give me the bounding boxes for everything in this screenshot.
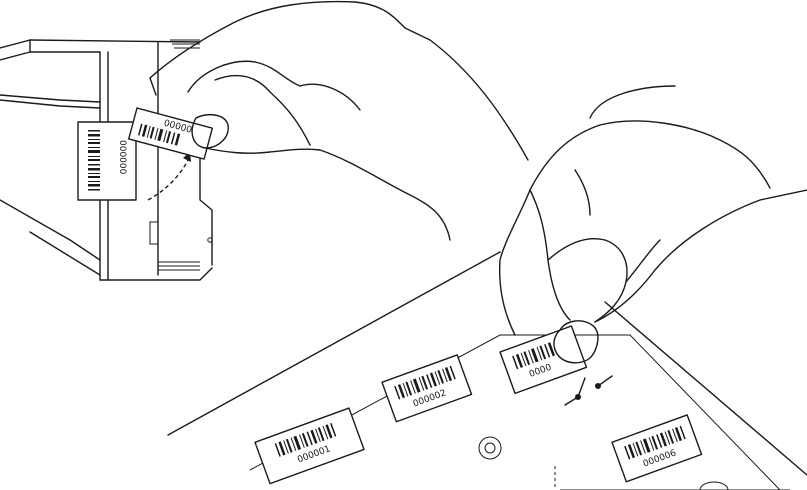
held-barcode-label: 00000 xyxy=(128,107,214,160)
hand-upper: 00000 xyxy=(128,0,529,241)
partial-symbol-icon xyxy=(699,481,729,490)
sheet-label: 000001 xyxy=(254,407,365,485)
barcode-icon xyxy=(88,130,100,191)
sheet-label: 000002 xyxy=(381,354,473,423)
barcode-icon xyxy=(274,422,337,457)
barcode-icon xyxy=(137,123,181,146)
barcode-icon xyxy=(512,342,555,370)
barcode-icon xyxy=(394,365,456,400)
device-label-number: 000000 xyxy=(117,140,127,175)
switch-symbol-icon xyxy=(564,375,613,406)
sheet-label: 000006 xyxy=(611,414,703,483)
peeled-barcode-label: 0000 xyxy=(499,325,588,395)
apply-arrow xyxy=(147,159,189,201)
hand-lower: 0000 xyxy=(498,85,807,395)
device-barcode-label: 000000 xyxy=(77,121,137,201)
barcode-icon xyxy=(624,425,686,460)
target-symbol-icon xyxy=(478,436,502,460)
